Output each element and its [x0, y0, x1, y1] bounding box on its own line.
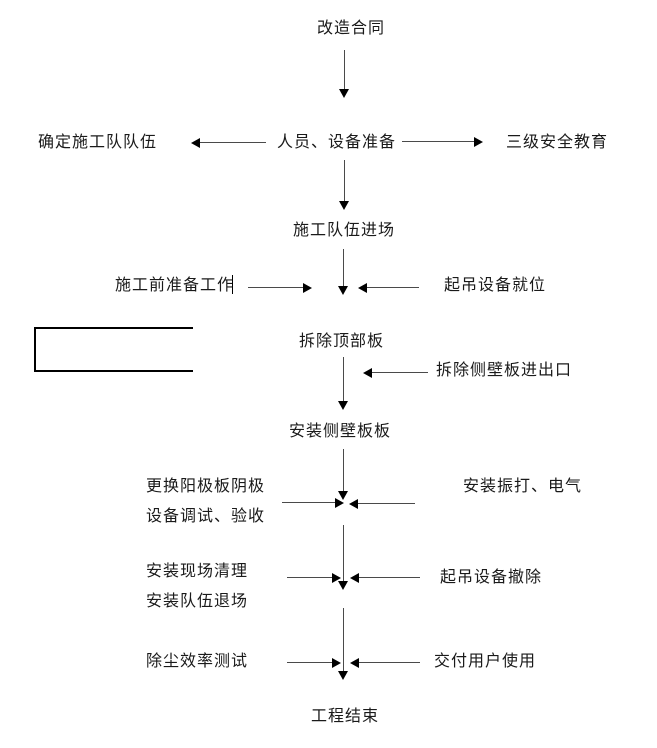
connector-replace-junction2: [282, 502, 335, 503]
text-cursor: [232, 275, 233, 294]
arrowhead-right-junction1: [303, 283, 312, 293]
node-rapping: 安装振打、电气: [463, 478, 583, 495]
arrowhead-left-junction4: [350, 658, 359, 668]
node-cleanup-line2: 安装队伍退场: [146, 593, 249, 610]
node-replace-line1: 更换阳极板阴极: [146, 478, 266, 495]
connector-personnel-enter: [344, 160, 345, 201]
arrowhead-down-junction3: [338, 581, 348, 590]
connector-removeside: [372, 372, 428, 373]
node-safety: 三级安全教育: [506, 134, 609, 151]
node-install-side: 安装侧壁板板: [289, 423, 392, 440]
arrowhead-left-junction3: [350, 573, 359, 583]
arrowhead-down-junction2: [338, 491, 348, 500]
connector-personnel-safety: [402, 141, 474, 142]
node-remove-side: 拆除侧壁板进出口: [436, 362, 573, 379]
arrowhead-down-end: [338, 671, 348, 680]
connector-junction2-junction3: [343, 525, 344, 581]
node-contract: 改造合同: [317, 20, 386, 37]
connector-contract-personnel: [344, 50, 345, 89]
connector-personnel-team: [200, 142, 266, 143]
node-efficiency: 除尘效率测试: [146, 653, 249, 670]
connector-preprep-junction1: [248, 287, 303, 288]
node-enter: 施工队伍进场: [293, 222, 396, 239]
connector-removetop-installside: [343, 357, 344, 401]
arrowhead-right-junction4: [332, 658, 341, 668]
arrowhead-left-team: [191, 138, 200, 148]
empty-textbox[interactable]: [34, 327, 193, 372]
node-team: 确定施工队队伍: [38, 134, 158, 151]
node-cleanup-line1: 安装现场清理: [146, 563, 249, 580]
node-crane-remove: 起吊设备撤除: [440, 569, 543, 586]
node-end: 工程结束: [311, 708, 380, 725]
node-deliver: 交付用户使用: [434, 653, 537, 670]
connector-craneremove-junction3: [359, 577, 420, 578]
arrowhead-right-junction2: [335, 498, 344, 508]
node-crane-ready: 起吊设备就位: [444, 277, 547, 294]
arrowhead-right-safety: [474, 137, 483, 147]
node-pre-prep: 施工前准备工作: [115, 277, 235, 294]
node-remove-top: 拆除顶部板: [299, 333, 385, 350]
arrowhead-left-junction1: [358, 283, 367, 293]
connector-craneready-junction1: [367, 287, 419, 288]
arrowhead-right-junction3: [332, 573, 341, 583]
node-replace-line2: 设备调试、验收: [146, 508, 266, 525]
arrowhead-down-enter: [339, 201, 349, 210]
node-personnel: 人员、设备准备: [277, 134, 397, 151]
arrowhead-down-junction1: [338, 286, 348, 295]
arrowhead-down-contract: [339, 89, 349, 98]
connector-deliver-junction4: [359, 662, 420, 663]
arrowhead-down-installside: [338, 401, 348, 410]
arrowhead-left-junction2: [349, 499, 358, 509]
connector-rapping-junction2: [358, 503, 415, 504]
arrowhead-left-removeside: [363, 368, 372, 378]
connector-enter-junction1: [343, 249, 344, 286]
connector-cleanup-junction3: [287, 577, 332, 578]
connector-efficiency-junction4: [287, 662, 332, 663]
connector-installside-junction2: [343, 449, 344, 491]
connector-junction3-end: [343, 608, 344, 671]
